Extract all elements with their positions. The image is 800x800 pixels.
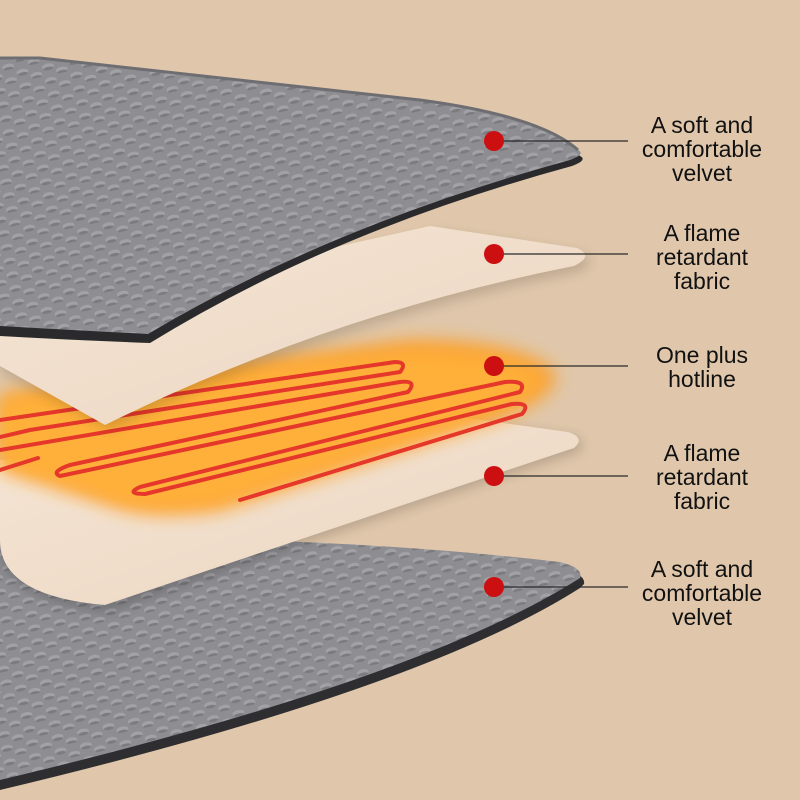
label-top-velvet: A soft and comfortable velvet <box>612 113 792 185</box>
label-bottom-velvet: A soft and comfortable velvet <box>612 557 792 629</box>
callout-top-velvet <box>484 131 628 151</box>
top-velvet-layer <box>0 56 583 343</box>
label-line: velvet <box>671 160 733 186</box>
label-line: fabric <box>673 488 731 514</box>
label-line: A soft and <box>650 556 754 582</box>
label-line: One plus <box>655 342 749 368</box>
callout-hotline <box>484 356 628 376</box>
label-line: retardant <box>655 244 749 270</box>
callout-bottom-velvet <box>484 577 628 597</box>
label-line: velvet <box>671 604 733 630</box>
label-line: hotline <box>668 366 736 392</box>
label-line: A soft and <box>650 112 754 138</box>
label-line: A flame <box>663 440 741 466</box>
label-hotline: One plus hotline <box>612 343 792 391</box>
label-line: comfortable <box>641 136 763 162</box>
callout-upper-flame-fabric <box>484 244 628 264</box>
label-line: A flame <box>663 220 741 246</box>
label-line: fabric <box>673 268 731 294</box>
label-line: retardant <box>655 464 749 490</box>
callout-lower-flame-fabric <box>484 466 628 486</box>
label-line: comfortable <box>641 580 763 606</box>
upper-flame-fabric-layer <box>0 226 591 430</box>
label-lower-flame-fabric: A flame retardant fabric <box>612 441 792 513</box>
label-upper-flame-fabric: A flame retardant fabric <box>612 221 792 293</box>
